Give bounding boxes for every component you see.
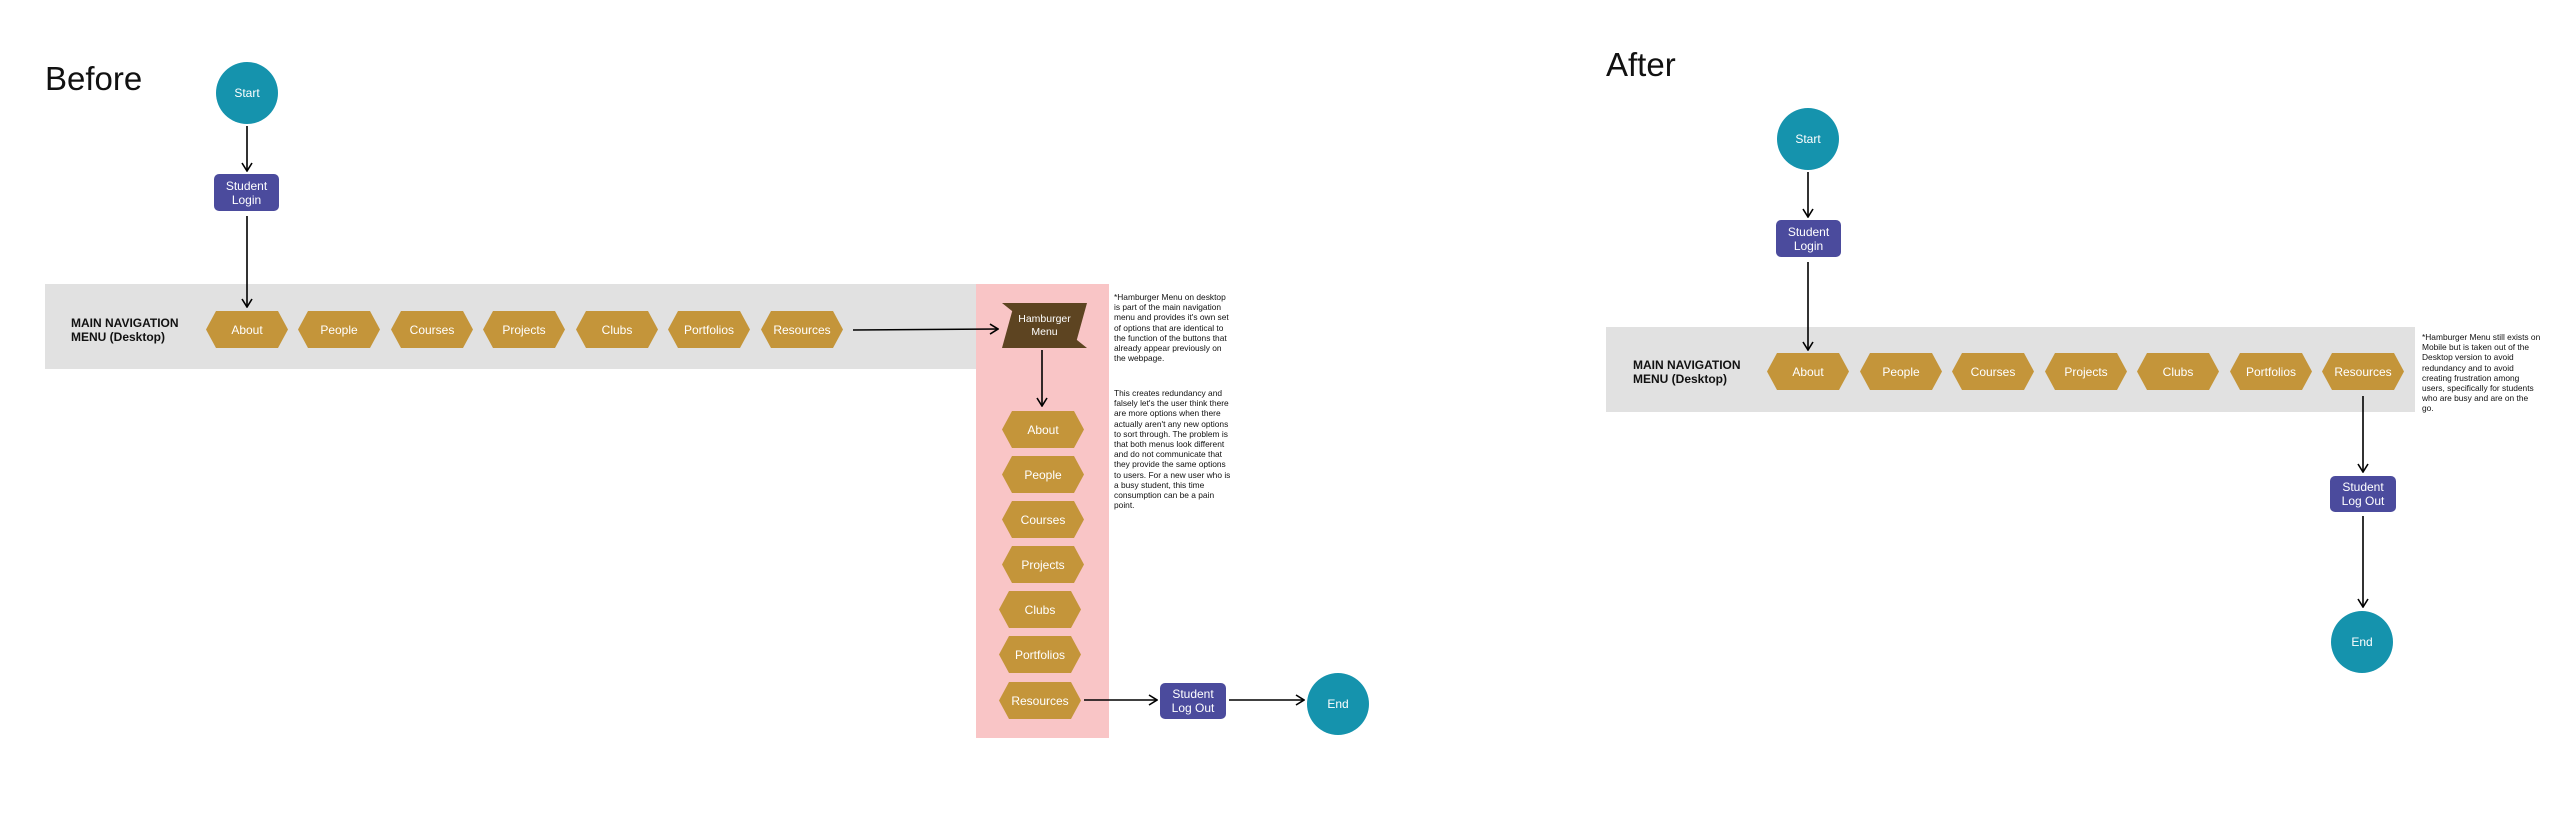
before-hamburger-item-clubs: Clubs [999, 591, 1081, 628]
before-hamburger-item-projects: Projects [1002, 546, 1084, 583]
before-nav-item-label: Portfolios [683, 322, 735, 337]
before-hamburger-item-label: Portfolios [1014, 647, 1066, 662]
after-nav-item-label: Clubs [2162, 364, 2194, 379]
before-hamburger-item-label: Courses [1020, 512, 1066, 527]
before-nav-item-portfolios: Portfolios [668, 311, 750, 348]
before-nav-item-label: Resources [773, 322, 831, 337]
before-nav-item-label: About [231, 322, 263, 337]
before-hamburger-item-label: Projects [1021, 557, 1065, 572]
before-nav-item-projects: Projects [483, 311, 565, 348]
after-note: *Hamburger Menu still exists on Mobile b… [2422, 332, 2541, 414]
before-start-label: Start [234, 86, 260, 100]
before-main-nav-label: MAIN NAVIGATION MENU (Desktop) [71, 316, 179, 344]
after-nav-item-label: Courses [1970, 364, 2016, 379]
before-hamburger-item-about: About [1002, 411, 1084, 448]
before-nav-item-label: Clubs [601, 322, 633, 337]
after-nav-item-label: Resources [2334, 364, 2392, 379]
after-start-label: Start [1795, 132, 1821, 146]
before-main-nav-label-line1: MAIN NAVIGATION [71, 316, 179, 330]
after-end-node: End [2331, 611, 2393, 673]
before-login-label: Student Login [225, 178, 268, 207]
before-nav-item-label: Courses [409, 322, 455, 337]
before-end-node: End [1307, 673, 1369, 735]
after-nav-item-label: Projects [2064, 364, 2108, 379]
before-nav-item-label: Projects [502, 322, 546, 337]
after-nav-item-label: About [1792, 364, 1824, 379]
before-nav-item-clubs: Clubs [576, 311, 658, 348]
before-hamburger-item-courses: Courses [1002, 501, 1084, 538]
after-nav-item-label: Portfolios [2245, 364, 2297, 379]
before-note-1: *Hamburger Menu on desktop is part of th… [1114, 292, 1229, 364]
after-nav-item-about: About [1767, 353, 1849, 390]
before-student-login-node: Student Login [214, 174, 279, 211]
before-main-nav-label-line2: MENU (Desktop) [71, 330, 166, 344]
after-title: After [1606, 46, 1676, 83]
after-main-nav-label-line1: MAIN NAVIGATION [1633, 358, 1741, 372]
before-end-label: End [1327, 697, 1349, 711]
after-main-nav-label-line2: MENU (Desktop) [1633, 372, 1728, 386]
after-student-logout-node: Student Log Out [2330, 476, 2396, 512]
before-hamburger-item-label: People [1024, 467, 1062, 482]
after-nav-item-people: People [1860, 353, 1942, 390]
after-login-label: Student Login [1787, 224, 1830, 253]
before-nav-item-label: People [320, 322, 358, 337]
before-logout-label: Student Log Out [1171, 687, 1215, 715]
before-nav-item-people: People [298, 311, 380, 348]
after-nav-item-clubs: Clubs [2137, 353, 2219, 390]
before-hamburger-menu-node: Hamburger Menu [1002, 303, 1087, 348]
after-nav-item-label: People [1882, 364, 1920, 379]
after-nav-item-courses: Courses [1952, 353, 2034, 390]
before-hamburger-item-portfolios: Portfolios [999, 636, 1081, 673]
before-hamburger-item-label: Clubs [1024, 602, 1056, 617]
after-nav-item-portfolios: Portfolios [2230, 353, 2312, 390]
after-nav-item-resources: Resources [2322, 353, 2404, 390]
before-hamburger-item-label: About [1027, 422, 1059, 437]
after-logout-label: Student Log Out [2341, 480, 2385, 508]
after-main-nav-label: MAIN NAVIGATION MENU (Desktop) [1633, 358, 1741, 386]
before-student-logout-node: Student Log Out [1160, 683, 1226, 719]
before-hamburger-item-people: People [1002, 456, 1084, 493]
before-nav-item-resources: Resources [761, 311, 843, 348]
before-start-node: Start [216, 62, 278, 124]
before-note-2: This creates redundancy and falsely let'… [1114, 388, 1231, 511]
after-start-node: Start [1777, 108, 1839, 170]
after-end-label: End [2351, 635, 2373, 649]
before-hamburger-item-label: Resources [1011, 693, 1069, 708]
before-hamburger-item-resources: Resources [999, 682, 1081, 719]
before-nav-item-courses: Courses [391, 311, 473, 348]
before-nav-item-about: About [206, 311, 288, 348]
after-nav-item-projects: Projects [2045, 353, 2127, 390]
before-title: Before [45, 60, 143, 97]
before-hamburger-label: Hamburger Menu [1018, 312, 1071, 338]
after-student-login-node: Student Login [1776, 220, 1841, 257]
